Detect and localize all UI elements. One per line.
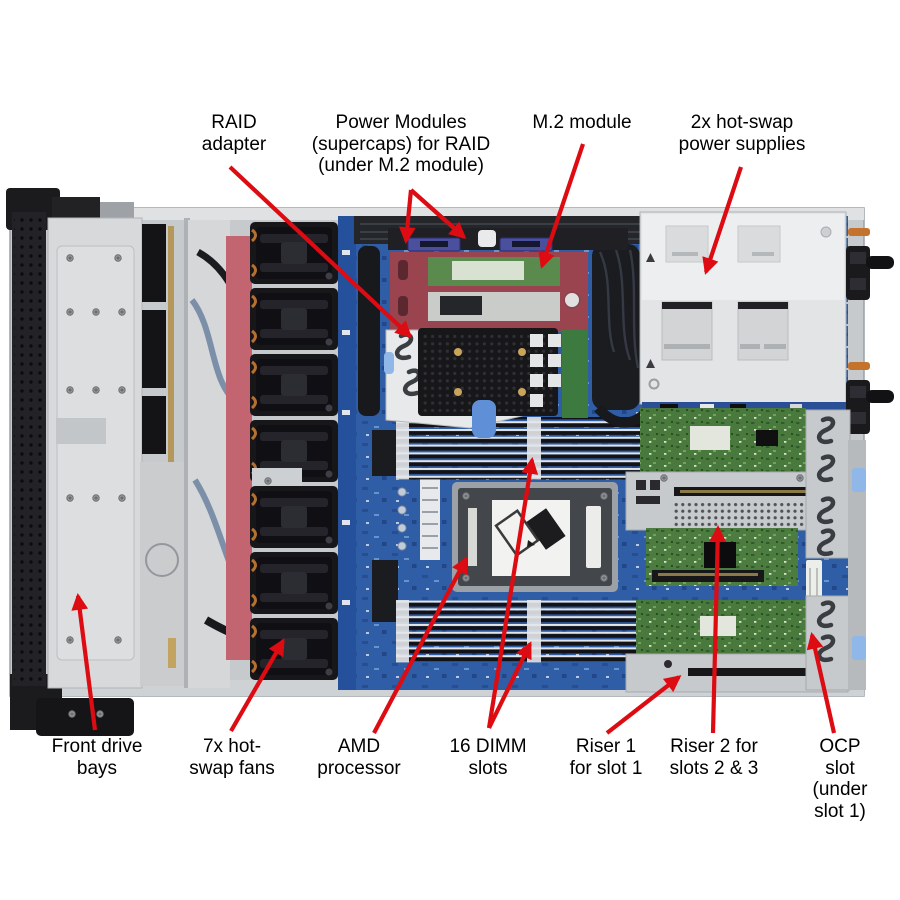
callout-front-drive-bays-label: Front drive bays <box>51 736 143 779</box>
callout-riser-2-label: Riser 2 for slots 2 & 3 <box>669 736 759 779</box>
callout-ocp-slot-label: OCP slot (under slot 1) <box>812 736 868 822</box>
callout-arrow-power-modules <box>409 188 467 240</box>
fan <box>248 352 340 418</box>
callout-arrow-dimm-slots <box>486 457 539 729</box>
callout-arrow-m2-module <box>538 143 585 269</box>
callout-riser-1-label: Riser 1 for slot 1 <box>569 736 643 779</box>
front-bezel <box>12 212 46 686</box>
callout-arrow-hot-swap-fans <box>229 638 285 733</box>
callout-arrow-dimm-slots <box>487 641 532 729</box>
callout-arrow-raid-adapter <box>228 165 413 339</box>
callout-dimm-slots-label: 16 DIMM slots <box>449 736 527 779</box>
fan-board <box>338 216 356 690</box>
callout-arrow-riser-1 <box>605 675 682 735</box>
fan <box>248 616 340 682</box>
front-drive-bays <box>47 217 190 689</box>
callout-raid-adapter-label: RAID adapter <box>201 112 267 155</box>
m2-raid-assembly <box>384 228 628 438</box>
callout-arrow-front-drive-bays <box>71 593 98 731</box>
callout-m2-module-label: M.2 module <box>532 112 632 133</box>
callout-arrow-riser-2 <box>709 524 727 734</box>
callout-arrow-power-supplies <box>702 166 743 275</box>
callout-hot-swap-fans-label: 7x hot- swap fans <box>189 736 275 779</box>
callout-arrow-power-modules <box>398 189 416 245</box>
fan <box>248 220 340 286</box>
callout-amd-processor-label: AMD processor <box>317 736 401 779</box>
cpu-heatsink <box>452 482 618 592</box>
riser1-ocp-assembly <box>625 570 851 693</box>
fan <box>248 484 340 550</box>
callout-arrow-amd-processor <box>372 556 468 734</box>
fan <box>248 550 340 616</box>
callout-arrows <box>71 143 837 735</box>
callout-power-supplies-label: 2x hot-swap power supplies <box>678 112 806 155</box>
air-baffle-foam <box>226 236 252 660</box>
fan-column <box>248 220 340 682</box>
psu-handles <box>846 228 894 434</box>
rear-wall <box>848 440 866 690</box>
fan <box>248 286 340 352</box>
callout-power-modules-label: Power Modules (supercaps) for RAID (unde… <box>311 112 491 176</box>
power-supply-bay <box>639 211 894 434</box>
callout-arrow-ocp-slot <box>806 632 837 734</box>
